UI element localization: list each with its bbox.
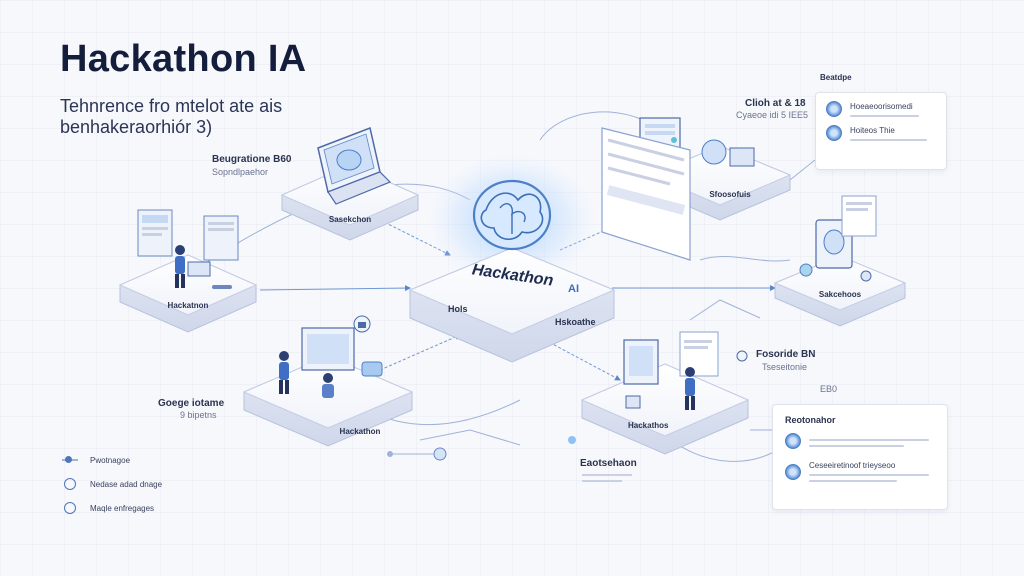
page-title: Hackathon IA bbox=[60, 38, 307, 80]
bottom-right-extra: EB0 bbox=[820, 384, 837, 394]
link-panel-top bbox=[789, 159, 816, 181]
legend-item-1: Pwotnagoe bbox=[62, 448, 162, 472]
info-panel-bottom-row-2-text: Ceseeiretinoof trieyseoo bbox=[809, 461, 896, 470]
bottom-left-title: Goege iotame bbox=[158, 398, 225, 409]
brain-small-icon bbox=[826, 125, 842, 141]
left-platform-top bbox=[118, 254, 258, 316]
info-panel-top: Beatdpe Hoeaeoorisomedi Hoiteos Thie bbox=[815, 73, 947, 170]
brain-icon bbox=[472, 179, 552, 251]
top-right-base-label: Sfoosofuis bbox=[709, 190, 751, 199]
info-panel-bottom: Reotonahor Ceseeiretinoof trieyseoo bbox=[772, 404, 948, 510]
top-left-sub: Sopndlpaehor bbox=[212, 167, 268, 177]
workstation-icon bbox=[623, 331, 748, 409]
brain-small-icon bbox=[826, 101, 842, 117]
monitor-icon bbox=[301, 327, 383, 377]
subtitle-line-1: Tehnrence fro mtelot ate ais bbox=[60, 96, 283, 116]
bottom-right-annotation: Eaotsehaon bbox=[580, 458, 637, 469]
arc-right bbox=[699, 256, 791, 262]
people-icon bbox=[279, 351, 334, 398]
bottom-right-title: Fosoride BN bbox=[756, 349, 815, 360]
info-panel-bottom-row-1[interactable] bbox=[785, 433, 935, 449]
info-panel-top-title: Beatdpe bbox=[820, 73, 852, 82]
dot-line-icon bbox=[62, 456, 78, 463]
bottom-right-base-label: Hackathos bbox=[628, 421, 669, 430]
legend-label-3: Maqle enfregages bbox=[90, 503, 155, 513]
top-left-title: Beugratione B60 bbox=[212, 154, 292, 165]
top-right-sub: Cyaeoe idi 5 IEE5 bbox=[736, 110, 808, 120]
bottom-left-base-label: Hackathon bbox=[340, 427, 381, 436]
laptop-icon bbox=[317, 126, 392, 205]
link-nodes-icon bbox=[387, 447, 447, 461]
legend-label-1: Pwotnagoe bbox=[90, 455, 131, 465]
tablet-icon bbox=[799, 195, 877, 282]
top-left-base-label: Sasekchon bbox=[329, 215, 371, 224]
center-base-label: Hols bbox=[448, 304, 468, 314]
desk-icon bbox=[187, 261, 232, 289]
info-panel-bottom-title: Reotonahor bbox=[785, 415, 836, 425]
bottom-left-sub: 9 bipetns bbox=[180, 410, 217, 420]
node-top-right[interactable]: Sfoosofuis Clioh at & 18 Cyaeoe idi 5 IE… bbox=[601, 98, 808, 261]
link-right-lower bbox=[689, 299, 761, 321]
subtitle-line-2: benhakeraorhiór 3) bbox=[60, 117, 213, 137]
circle-node-icon bbox=[62, 478, 78, 490]
info-panel-top-row-2[interactable]: Hoiteos Thie bbox=[826, 125, 936, 141]
info-panel-top-row-1[interactable]: Hoeaeoorisomedi bbox=[826, 101, 936, 117]
info-panel-top-row-1-text: Hoeaeoorisomedi bbox=[850, 101, 913, 111]
lock-icon bbox=[353, 315, 371, 333]
link-bottom-small bbox=[419, 429, 521, 446]
brain-small-icon bbox=[785, 463, 801, 480]
person-icon bbox=[175, 245, 185, 288]
legend-item-2: Nedase adad dnage bbox=[62, 472, 162, 496]
center-brand-suffix: AI bbox=[568, 283, 579, 295]
legend: Pwotnagoe Nedase adad dnage Maqle enfreg… bbox=[62, 448, 162, 520]
link-left-center bbox=[259, 285, 411, 292]
node-bottom-right[interactable]: Hackathos Fosoride BN Tseseitonie EB0 Ea… bbox=[568, 331, 837, 482]
node-top-left[interactable]: Sasekchon Beugratione B60 Sopndlpaehor bbox=[212, 126, 420, 241]
brain-small-icon bbox=[785, 433, 801, 449]
right-base-label: Sakcehoos bbox=[819, 290, 862, 299]
link-bottomleft-center bbox=[379, 334, 461, 371]
legend-item-3: Maqle enfregages bbox=[62, 496, 162, 520]
bottom-right-sub: Tseseitonie bbox=[762, 362, 807, 372]
top-right-title: Clioh at & 18 bbox=[745, 98, 806, 109]
legend-label-2: Nedase adad dnage bbox=[90, 479, 163, 489]
info-panel-bottom-row-2[interactable]: Ceseeiretinoof trieyseoo bbox=[785, 461, 935, 482]
node-left[interactable]: Hackatnon bbox=[118, 209, 258, 333]
info-panel-top-row-2-text: Hoiteos Thie bbox=[850, 125, 895, 135]
document-screen-icon bbox=[601, 127, 691, 261]
node-right[interactable]: Sakcehoos bbox=[773, 195, 907, 327]
screens-icon bbox=[137, 209, 239, 261]
person-standing-icon bbox=[685, 367, 695, 410]
center-platform-top bbox=[408, 247, 616, 335]
circle-node-icon bbox=[62, 502, 78, 514]
node-bottom-left[interactable]: Hackathon Goege iotame 9 bipetns bbox=[158, 315, 447, 461]
center-node[interactable]: Hackathon AI Hols Hskoathe bbox=[408, 145, 616, 363]
page-subtitle: Tehnrence fro mtelot ate ais benhakeraor… bbox=[60, 96, 320, 138]
annotation-lines bbox=[568, 436, 632, 482]
link-center-bottomright bbox=[544, 339, 621, 381]
center-side-label: Hskoathe bbox=[555, 317, 596, 327]
left-base-label: Hackatnon bbox=[168, 301, 209, 310]
